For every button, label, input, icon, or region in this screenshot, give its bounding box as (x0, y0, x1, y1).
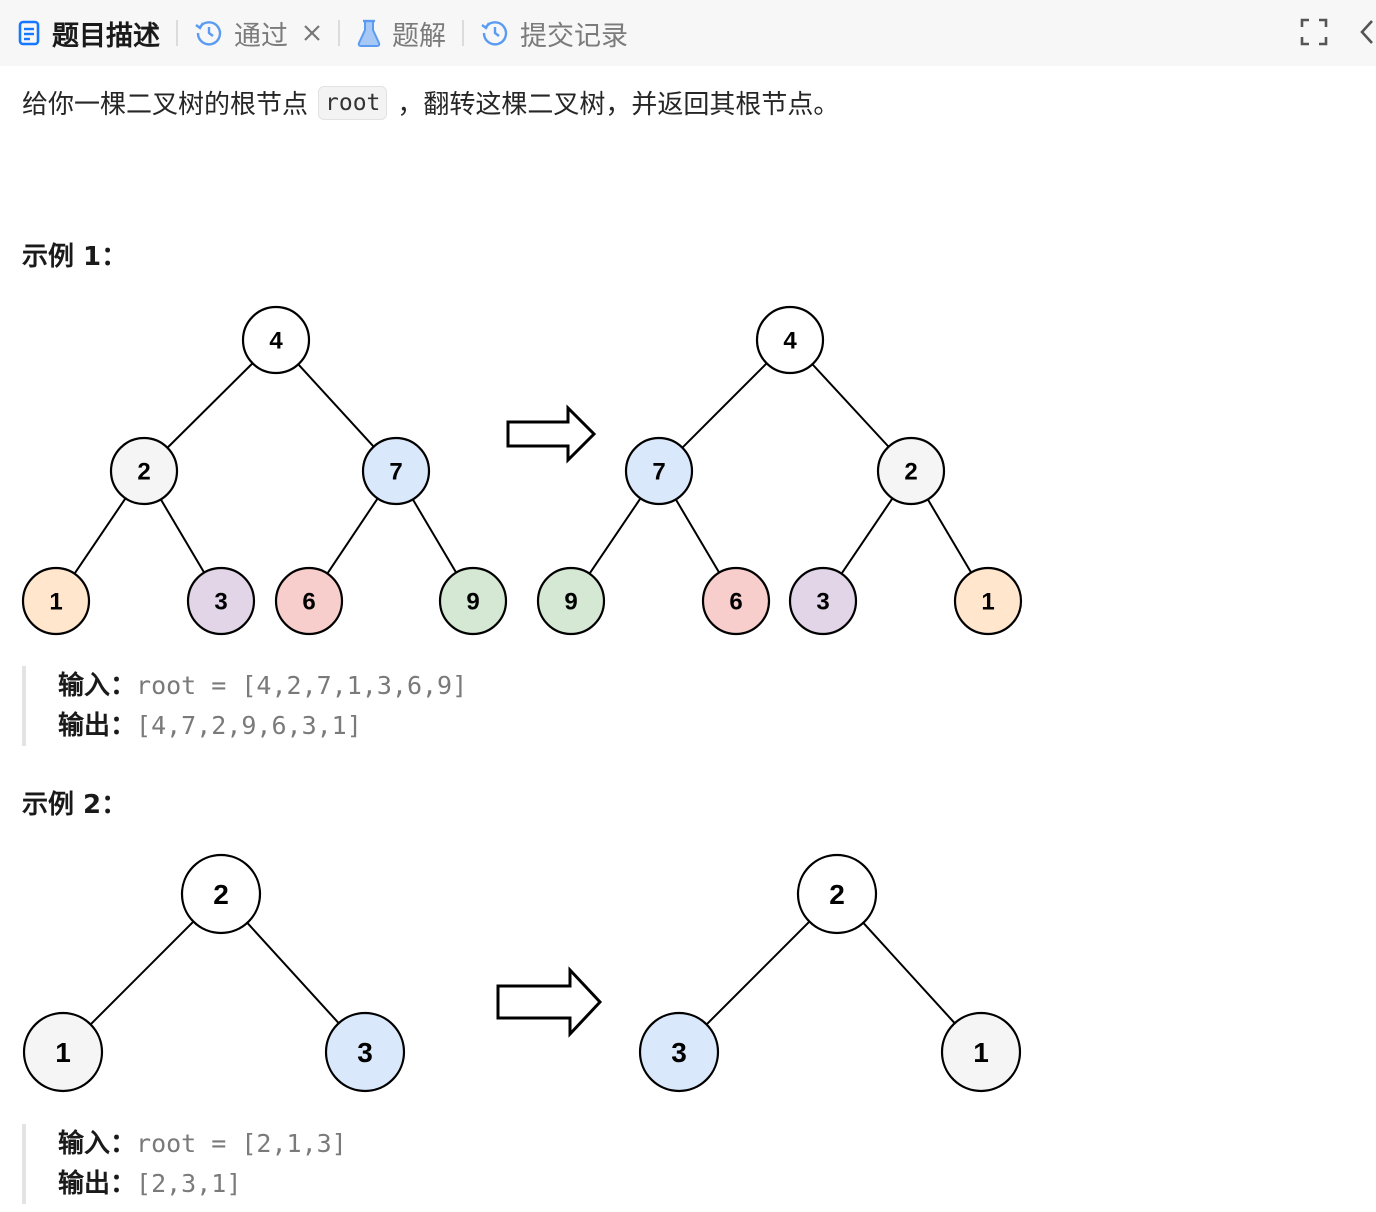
tab-label: 通过 (234, 20, 288, 52)
tab-solutions[interactable]: 题解 (356, 0, 446, 66)
tree-edge (588, 497, 642, 575)
history-icon (480, 18, 510, 48)
tab-label: 题目描述 (52, 20, 160, 52)
example-1-diagram: 4 2 7 1 3 6 9 4 7 2 9 6 3 1 (21, 305, 1023, 636)
tree-edge (326, 497, 379, 575)
tree-node-value: 3 (671, 1037, 687, 1068)
tree-node: 1 (953, 566, 1023, 636)
tree-node-value: 3 (214, 589, 227, 616)
tree-node: 3 (324, 1011, 406, 1093)
tree-edge (840, 497, 894, 575)
tree-edge (681, 362, 768, 449)
fullscreen-icon[interactable] (1300, 18, 1328, 50)
tree-node-value: 1 (55, 1037, 71, 1068)
input-value: root = [4,2,7,1,3,6,9] (136, 671, 468, 700)
tree-node: 3 (186, 566, 256, 636)
tree-node: 2 (180, 853, 262, 935)
tree-node-value: 1 (973, 1037, 989, 1068)
tree-node: 2 (796, 853, 878, 935)
tree-node-value: 6 (729, 589, 742, 616)
tree-node: 9 (536, 566, 606, 636)
flask-icon (356, 18, 382, 48)
tree-node-value: 1 (981, 589, 994, 616)
tree-node-value: 2 (904, 459, 917, 486)
output-label: 输出： (58, 711, 137, 741)
tree-node-value: 2 (137, 459, 150, 486)
example-2-diagram: 2 1 3 2 3 1 (22, 853, 1022, 1093)
tree-node: 3 (638, 1011, 720, 1093)
description-text: 给你一棵二叉树的根节点 (22, 90, 309, 120)
tab-divider (462, 20, 464, 46)
tab-divider (176, 20, 178, 46)
tree-node: 1 (21, 566, 91, 636)
tree-edge (705, 920, 811, 1026)
tree-node: 6 (701, 566, 771, 636)
example-2-io: 输入：root = [2,1,3] 输出：[2,3,1] (22, 1124, 347, 1204)
tree-edge (862, 922, 956, 1024)
tree-node: 2 (109, 436, 179, 506)
tab-divider (338, 20, 340, 46)
tree-node: 6 (274, 566, 344, 636)
tree-edge (926, 498, 973, 574)
tree-node: 7 (624, 436, 694, 506)
tree-node-value: 9 (564, 589, 577, 616)
tree-edge (811, 363, 890, 448)
tree-edge (89, 920, 195, 1026)
tree-node: 1 (22, 1011, 104, 1093)
tree-node-value: 4 (783, 328, 797, 355)
tree-node-value: 9 (466, 589, 479, 616)
tree-edge (411, 498, 458, 574)
tree-node: 2 (876, 436, 946, 506)
tree-node: 9 (438, 566, 508, 636)
example-title: 示例 2： (22, 790, 128, 820)
tree-node: 4 (241, 305, 311, 375)
input-label: 输入： (58, 1129, 137, 1159)
tree-node-value: 3 (816, 589, 829, 616)
tree-edge (246, 922, 340, 1024)
output-value: [2,3,1] (136, 1169, 242, 1198)
output-line: 输出：[2,3,1] (58, 1164, 347, 1204)
tree-edge (674, 498, 721, 574)
problem-description: 给你一棵二叉树的根节点 root ，翻转这棵二叉树，并返回其根节点。 (22, 84, 839, 121)
history-icon (194, 18, 224, 48)
output-label: 输出： (58, 1169, 137, 1199)
inline-code: root (318, 85, 388, 120)
arrow-icon (496, 966, 603, 1038)
tree-node-value: 2 (829, 879, 845, 910)
tree-edge (159, 498, 206, 574)
tab-description[interactable]: 题目描述 (18, 0, 160, 66)
output-line: 输出：[4,7,2,9,6,3,1] (58, 706, 467, 746)
tree-node-value: 7 (389, 459, 402, 486)
input-line: 输入：root = [4,2,7,1,3,6,9] (58, 666, 467, 706)
description-text: ，翻转这棵二叉树，并返回其根节点。 (397, 90, 840, 120)
tree-node: 4 (755, 305, 825, 375)
tree-node: 3 (788, 566, 858, 636)
input-line: 输入：root = [2,1,3] (58, 1124, 347, 1164)
example-title: 示例 1： (22, 242, 128, 272)
tab-submissions[interactable]: 提交记录 (480, 0, 628, 66)
tree-node-value: 7 (652, 459, 665, 486)
tree-node-value: 6 (302, 589, 315, 616)
close-icon[interactable] (302, 23, 322, 43)
document-icon (18, 20, 40, 46)
arrow-icon (506, 404, 597, 464)
output-value: [4,7,2,9,6,3,1] (136, 711, 362, 740)
tree-node-value: 2 (213, 879, 229, 910)
tree-node-value: 3 (357, 1037, 373, 1068)
tab-bar: 题目描述 通过 题解 提交记录 (0, 0, 1376, 66)
tree-edge (166, 362, 254, 449)
tree-node-value: 4 (269, 328, 283, 355)
tab-label: 提交记录 (520, 20, 628, 52)
tree-edge (297, 363, 375, 448)
tree-edge (73, 497, 127, 575)
tab-passed[interactable]: 通过 (194, 0, 322, 66)
tab-label: 题解 (392, 20, 446, 52)
tree-node-value: 1 (49, 589, 62, 616)
tree-node: 1 (940, 1011, 1022, 1093)
tree-node: 7 (361, 436, 431, 506)
input-label: 输入： (58, 671, 137, 701)
chevron-left-icon[interactable] (1358, 18, 1374, 50)
input-value: root = [2,1,3] (136, 1129, 347, 1158)
example-1-io: 输入：root = [4,2,7,1,3,6,9] 输出：[4,7,2,9,6,… (22, 666, 467, 746)
